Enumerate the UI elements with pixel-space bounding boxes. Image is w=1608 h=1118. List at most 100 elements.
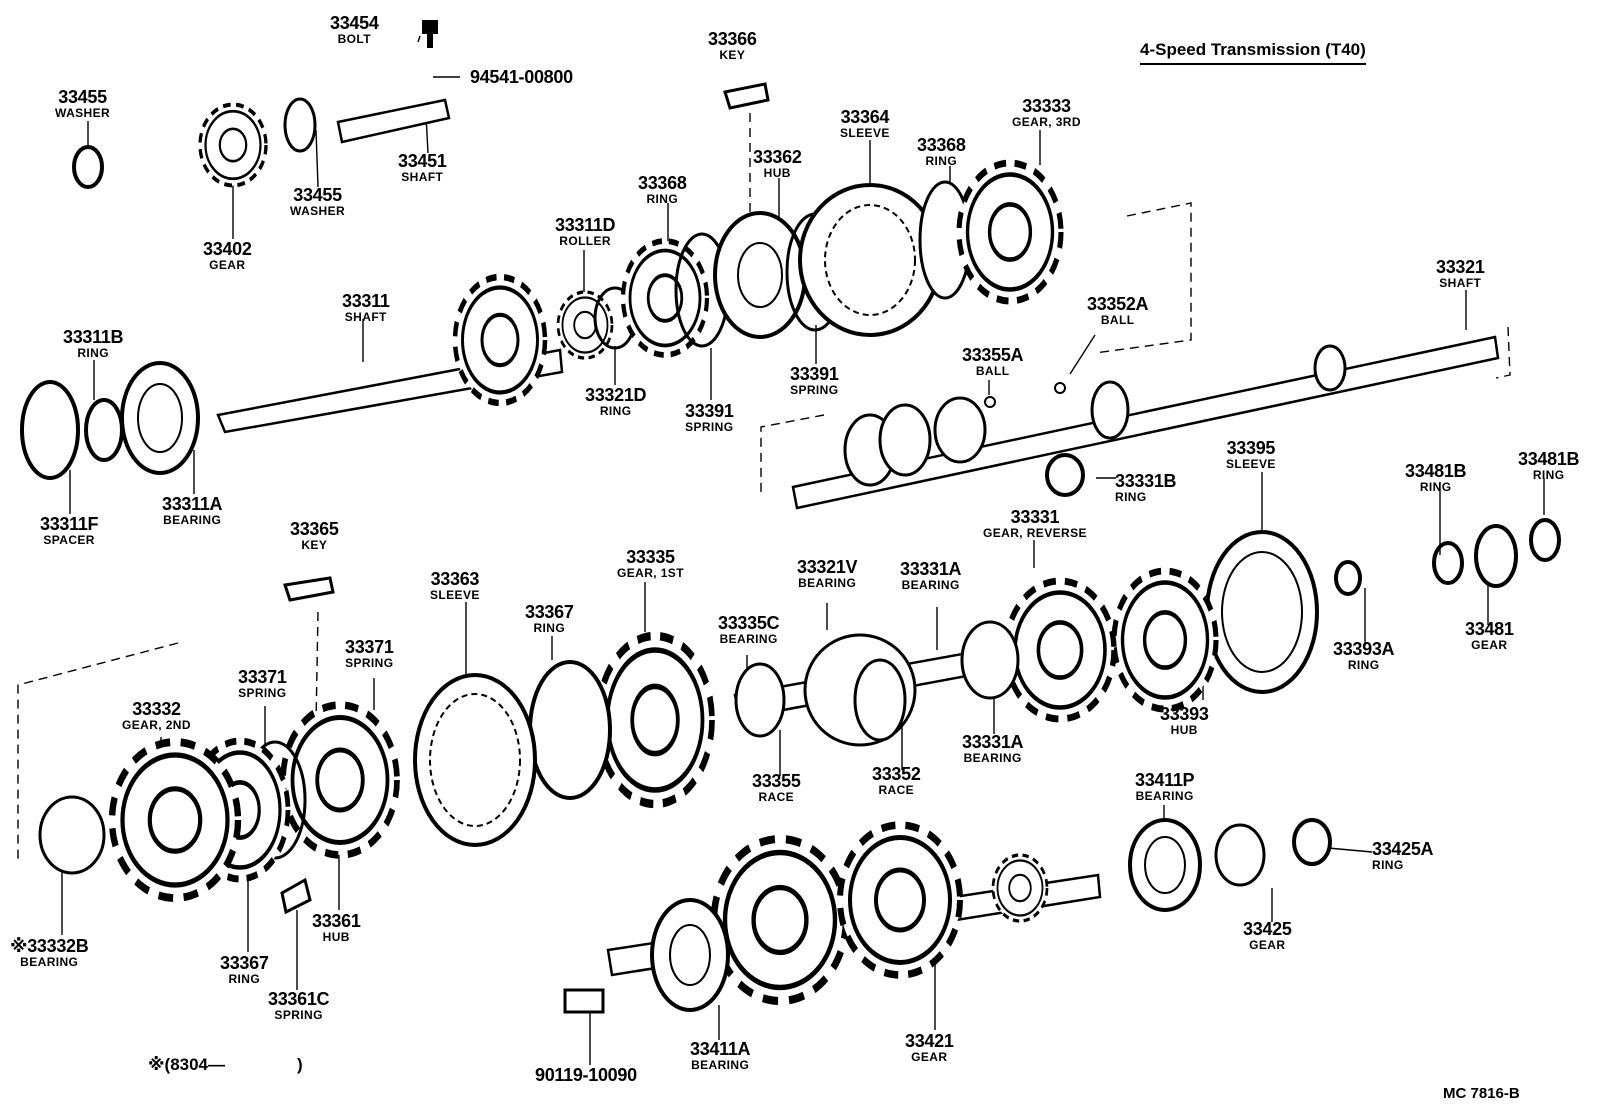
part-number: 33391 (790, 364, 839, 384)
part-name: SPACER (43, 533, 95, 547)
part-number: 33395 (1226, 438, 1276, 458)
part-name: RING (1347, 658, 1380, 672)
part-number: 33455 (58, 87, 107, 107)
part-name: WASHER (290, 204, 346, 218)
part-number: 33311 (342, 291, 390, 311)
part-number: 33368 (917, 135, 966, 155)
part-name: BEARING (1135, 789, 1194, 803)
part-name: SPRING (238, 686, 287, 700)
part-number: 33331 (1010, 507, 1060, 527)
part-number: 33391 (685, 401, 734, 421)
footnote-text: (8304— (164, 1055, 226, 1074)
part-number: 33311D (555, 215, 616, 235)
part-number: 33368 (638, 173, 687, 193)
dashed-guide-lines (17, 113, 1511, 862)
part-name: GEAR (911, 1050, 948, 1064)
part-number: 33361 (312, 911, 361, 931)
part-number: 33367 (525, 602, 574, 622)
part-number: 33333 (1022, 96, 1071, 116)
part-number: 33481B (1405, 461, 1467, 481)
part-number: 33335 (626, 547, 675, 567)
part-number: 33481B (1518, 449, 1580, 469)
part-number: 33331B (1115, 471, 1177, 491)
part-name: RACE (758, 790, 795, 804)
part-name: BEARING (963, 751, 1022, 765)
part-number: 33454 (330, 13, 379, 33)
part-number: 33331A (900, 559, 962, 579)
part-name: SPRING (685, 420, 734, 434)
part-name: GEAR (209, 258, 246, 272)
part-name: GEAR, 2ND (122, 718, 191, 732)
part-number: 33355 (752, 771, 801, 791)
part-number: 33364 (840, 107, 890, 127)
part-number: 33481 (1465, 619, 1514, 639)
part-number: 33335C (718, 613, 780, 633)
part-number: 33411A (690, 1039, 751, 1059)
part-name: BOLT (337, 32, 371, 46)
part-name: HUB (1170, 723, 1198, 737)
part-number: 33425 (1243, 919, 1292, 939)
part-name: RING (925, 154, 958, 168)
part-name: RING (1532, 468, 1565, 482)
part-name: HUB (763, 166, 791, 180)
part-number: 33311F (40, 514, 99, 534)
part-number: 33393 (1160, 704, 1209, 724)
part-name: BALL (1100, 313, 1135, 327)
part-name: RING (599, 404, 632, 418)
part-number: 90119-10090 (535, 1065, 637, 1085)
part-name: HUB (322, 930, 350, 944)
date-footnote: ※(8304—) (148, 1055, 303, 1075)
part-name: KEY (719, 48, 746, 62)
part-number: 33363 (430, 569, 480, 589)
part-number: 33362 (753, 147, 802, 167)
part-number: 33355A (962, 345, 1024, 365)
part-name: GEAR (1249, 938, 1286, 952)
part-name: SPRING (345, 656, 394, 670)
part-94541-00800: 94541-00800 (470, 68, 573, 86)
part-number: 33421 (905, 1031, 954, 1051)
part-number: 33321 (1436, 257, 1485, 277)
part-number: 33451 (398, 151, 447, 171)
part-name: RING (77, 346, 109, 360)
part-name: BEARING (798, 576, 857, 590)
part-number: 33311A (162, 494, 223, 514)
part-name: SHAFT (1439, 276, 1482, 290)
part-name: RING (533, 621, 566, 635)
part-name: SLEEVE (430, 588, 480, 602)
part-number: 33321V (797, 557, 858, 577)
part-name: SPRING (790, 383, 839, 397)
part-number: 94541-00800 (470, 67, 573, 87)
part-number: 33352A (1087, 294, 1149, 314)
footnote-mark: ※ (148, 1055, 165, 1074)
part-number: ※33332B (10, 936, 89, 956)
